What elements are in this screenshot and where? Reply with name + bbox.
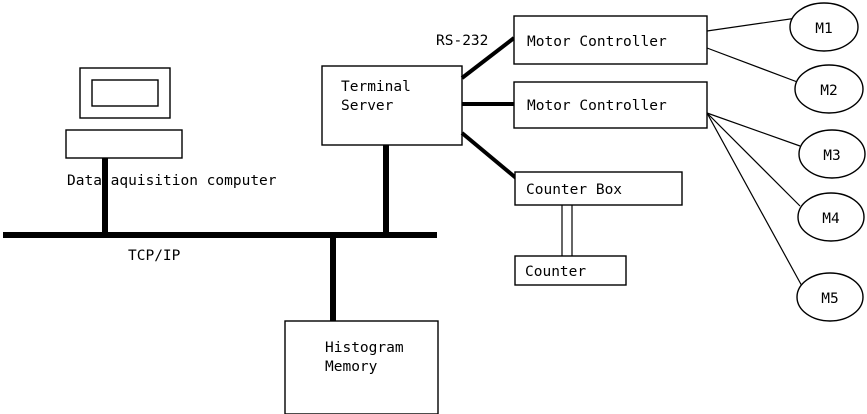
motor-controller-2-label: Motor Controller [527, 98, 667, 114]
terminal-server-label-line1: Terminal [341, 79, 411, 95]
computer-caption-label: Data aquisition computer [67, 173, 277, 189]
motor-m5-label: M5 [821, 291, 838, 307]
tcpip-bus-label: TCP/IP [128, 248, 181, 264]
terminal-server-box [321, 65, 463, 146]
counter-box-label: Counter Box [526, 182, 622, 198]
counter-box-box [514, 171, 683, 206]
computer-base [65, 129, 183, 159]
motor-m1-label: M1 [815, 21, 832, 37]
terminal-server-label-line2: Server [341, 98, 394, 114]
motor-m3-label: M3 [823, 148, 840, 164]
counter-box [514, 255, 627, 286]
link-motor-controller-2-to-m4 [706, 112, 801, 207]
rs232-label: RS-232 [436, 33, 488, 49]
link-motor-controller-2-to-m3 [706, 112, 801, 147]
motor-m4-ellipse [797, 192, 865, 242]
motor-m3-ellipse [798, 129, 866, 179]
link-motor-controller-1-to-m1 [706, 17, 798, 32]
link-terminal-server-to-counter-box [460, 131, 518, 180]
counter-label: Counter [525, 264, 586, 280]
motor-m2-label: M2 [820, 83, 837, 99]
motor-m1-ellipse [789, 2, 859, 52]
histogram-memory-label-line1: Histogram [325, 340, 404, 356]
motor-controller-1-label: Motor Controller [527, 34, 667, 50]
monitor-screen [91, 79, 159, 107]
link-motor-controller-1-to-m2 [706, 47, 801, 84]
histogram-memory-box [284, 320, 439, 414]
motor-m5-ellipse [796, 272, 864, 322]
histogram-memory-label-line2: Memory [325, 359, 378, 375]
link-terminal-server-to-motor-controller-1 [460, 36, 516, 80]
motor-m2-ellipse [794, 64, 864, 114]
motor-controller-2-box [513, 81, 708, 129]
motor-controller-1-box [513, 15, 708, 65]
motor-m4-label: M4 [822, 211, 840, 227]
link-motor-controller-2-to-m5 [706, 112, 804, 289]
